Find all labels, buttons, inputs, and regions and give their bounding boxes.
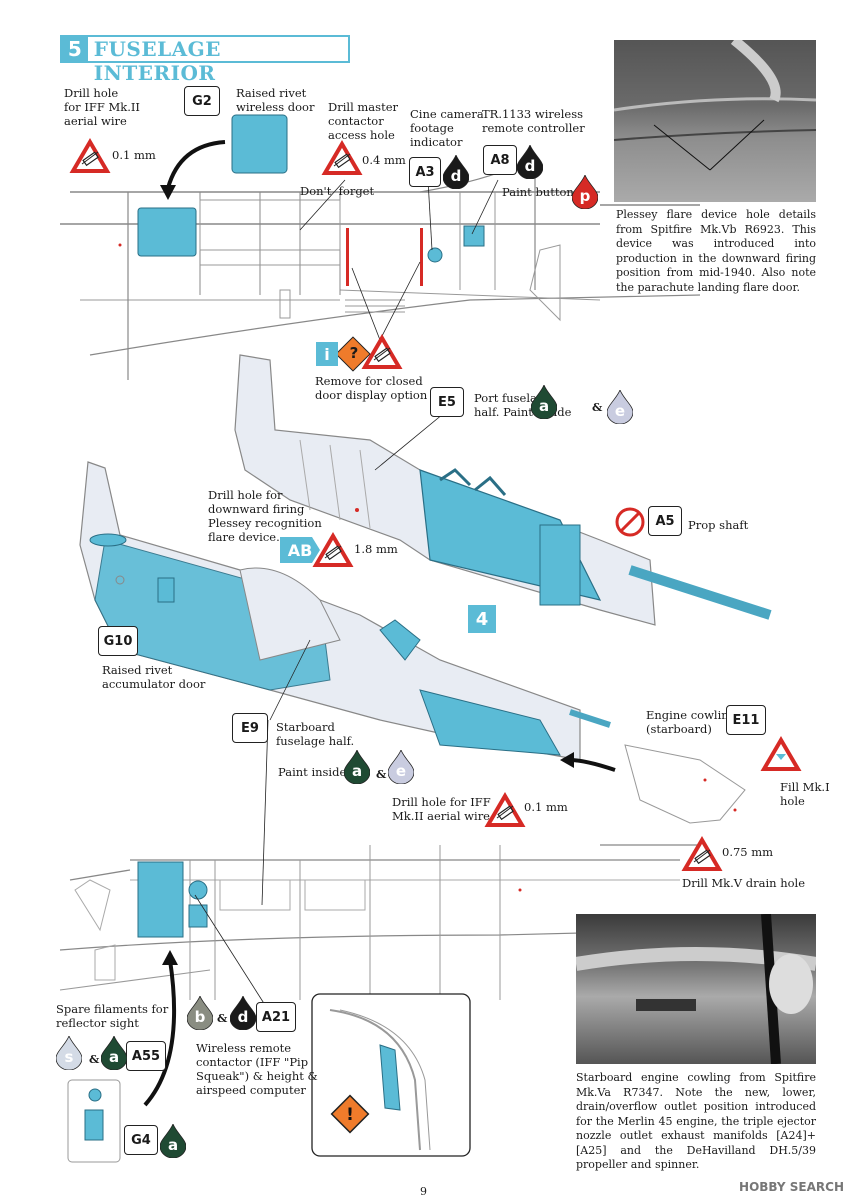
photo-caption-top: Plessey flare device hole details from S…: [616, 208, 816, 294]
ampersand: &: [89, 1052, 100, 1066]
step-title: FUSELAGE INTERIOR: [93, 37, 221, 85]
paint-code: e: [395, 762, 407, 780]
part-g2: G2: [184, 86, 220, 116]
paint-code: d: [237, 1008, 249, 1026]
size-04-label: 0.4 mm: [362, 153, 406, 167]
paint-code: b: [194, 1008, 206, 1026]
spare-filaments-label: Spare filaments for reflector sight: [56, 1002, 169, 1030]
paint-drop-icon: b: [187, 996, 213, 1030]
paint-drop-icon: d: [517, 145, 543, 179]
paint-code: a: [351, 762, 363, 780]
paint-drop-icon: s: [56, 1036, 82, 1070]
paint-code: d: [450, 167, 462, 185]
part-g10: G10: [98, 626, 138, 656]
drill-iff-top-label: Drill hole for IFF Mk.II aerial wire: [64, 86, 140, 128]
part-a3: A3: [409, 157, 441, 187]
part-a55: A55: [126, 1041, 166, 1071]
upper-interior-view: [60, 157, 701, 380]
size-18-label: 1.8 mm: [354, 542, 398, 556]
drill-mkv-label: Drill Mk.V drain hole: [682, 876, 806, 890]
part-a8: A8: [483, 145, 517, 175]
drill-downward-label: Drill hole for downward firing Plessey r…: [208, 488, 322, 544]
paint-buttons-label: Paint buttons: [502, 185, 580, 199]
drill-iff-mid-label: Drill hole for IFF Mk.II aerial wire: [392, 795, 491, 823]
part-ab-tag: AB: [280, 537, 320, 563]
paint-inside-label: Paint inside: [278, 765, 347, 779]
ampersand: &: [376, 767, 387, 781]
part-e5: E5: [430, 387, 464, 417]
paint-drop-icon: e: [607, 390, 633, 424]
remove-closed-label: Remove for closed door display option: [315, 374, 428, 402]
wireless-contactor-label: Wireless remote contactor (IFF "Pip Sque…: [196, 1041, 318, 1097]
size-075-label: 0.75 mm: [722, 845, 774, 859]
raised-rivet-wireless-label: Raised rivet wireless door: [236, 86, 315, 114]
starboard-fuselage-half: [79, 461, 611, 761]
part-e9: E9: [232, 713, 268, 743]
paint-code: a: [167, 1136, 179, 1154]
starboard-fuselage-label: Starboard fuselage half.: [276, 720, 355, 748]
page-number: 9: [420, 1185, 427, 1198]
paint-code: e: [614, 402, 626, 420]
paint-drop-icon: e: [388, 750, 414, 784]
question-icon: ?: [349, 344, 359, 362]
fill-mk1-label: Fill Mk.I hole: [780, 780, 830, 808]
paint-drop-icon: a: [160, 1124, 186, 1158]
reference-photo-bottom: [576, 914, 816, 1064]
dont-forget-label: Don't forget: [300, 184, 375, 198]
part-a5: A5: [648, 506, 682, 536]
ampersand: &: [592, 400, 603, 414]
info-icon: i: [316, 342, 338, 366]
size-01-top-label: 0.1 mm: [112, 148, 156, 162]
paint-code: a: [538, 397, 550, 415]
size-01-mid-label: 0.1 mm: [524, 800, 568, 814]
part-a21: A21: [256, 1002, 296, 1032]
cine-camera-label: Cine camera footage indicator: [410, 107, 484, 149]
raised-rivet-accum-label: Raised rivet accumulator door: [102, 663, 206, 691]
port-fuselage-half: [234, 354, 772, 626]
ampersand: &: [217, 1011, 228, 1025]
paint-drop-icon: a: [531, 385, 557, 419]
hobby-search-watermark: HOBBY SEARCH: [739, 1180, 844, 1194]
subassembly-4-tag: 4: [468, 605, 496, 633]
paint-code: d: [524, 157, 536, 175]
paint-drop-icon: a: [344, 750, 370, 784]
paint-code: a: [108, 1048, 120, 1066]
part-e11: E11: [726, 705, 766, 735]
tr1133-label: TR.1133 wireless remote controller: [482, 107, 585, 135]
wireless-door-part: [231, 114, 288, 174]
paint-code: p: [579, 187, 591, 205]
reference-photo-top: [614, 40, 816, 202]
paint-drop-icon: p: [572, 175, 598, 209]
photo-caption-bottom: Starboard engine cowling from Spitfire M…: [576, 1071, 816, 1171]
paint-drop-icon: a: [101, 1036, 127, 1070]
drill-master-label: Drill master contactor access hole: [328, 100, 398, 142]
paint-drop-icon: d: [230, 996, 256, 1030]
part-g4: G4: [124, 1125, 158, 1155]
paint-drop-icon: d: [443, 155, 469, 189]
step-header: 5 FUSELAGE INTERIOR: [60, 35, 350, 85]
prop-shaft-label: Prop shaft: [688, 518, 749, 532]
lower-interior-view: [59, 844, 701, 1000]
step-number: 5: [62, 37, 88, 61]
paint-code: s: [64, 1048, 74, 1066]
engine-cowling-label: Engine cowling (starboard): [646, 708, 737, 736]
